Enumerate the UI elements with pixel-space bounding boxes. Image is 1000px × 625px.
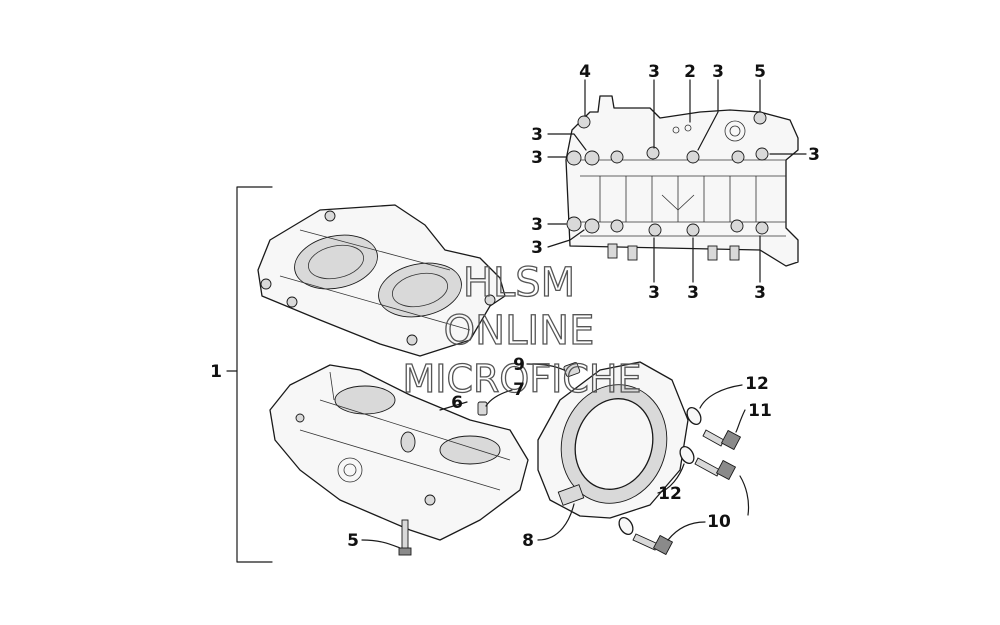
callout-5-bottom: 5 <box>347 531 359 551</box>
callout-1: 1 <box>210 362 222 382</box>
callout-3-left-c: 3 <box>531 215 543 235</box>
callout-6: 6 <box>451 393 463 413</box>
watermark-line-2: ONLINE <box>444 308 595 354</box>
callout-3-top-a: 3 <box>648 62 660 82</box>
callout-3-top-b: 3 <box>712 62 724 82</box>
lower-crankcase-half <box>269 364 529 541</box>
bolt-item-5 <box>398 519 412 556</box>
callout-8: 8 <box>522 531 534 551</box>
dowel-pins <box>477 362 581 416</box>
callout-4: 4 <box>579 62 591 82</box>
callout-2: 2 <box>684 62 696 82</box>
callout-5-top: 5 <box>754 62 766 82</box>
watermark-line-1: HLSM <box>463 260 575 306</box>
callout-3-left-d: 3 <box>531 238 543 258</box>
callout-3-bottom-a: 3 <box>648 283 660 303</box>
callout-3-bottom-b: 3 <box>687 283 699 303</box>
housing-item-8 <box>537 361 689 519</box>
callout-labels: 4 3 2 3 5 3 3 3 3 3 3 3 3 1 9 7 6 5 8 12… <box>210 62 820 551</box>
callout-9: 9 <box>513 355 525 375</box>
callout-12-bottom: 12 <box>658 484 682 504</box>
callout-3-left-a: 3 <box>531 125 543 145</box>
callout-11: 11 <box>748 401 772 421</box>
upper-crankcase-half <box>257 204 506 357</box>
callout-3-bottom-c: 3 <box>754 283 766 303</box>
callout-12-top: 12 <box>745 374 769 394</box>
leader-lines <box>361 79 807 549</box>
watermark: HLSM ONLINE MICROFICHE <box>402 259 642 401</box>
callout-3-left-b: 3 <box>531 148 543 168</box>
crankcase-bottom-view <box>565 95 799 267</box>
watermark-line-3: MICROFICHE <box>402 357 641 401</box>
callout-10: 10 <box>707 512 731 532</box>
callout-7: 7 <box>513 380 525 400</box>
callout-3-right: 3 <box>808 145 820 165</box>
assembly-bracket <box>226 186 273 563</box>
